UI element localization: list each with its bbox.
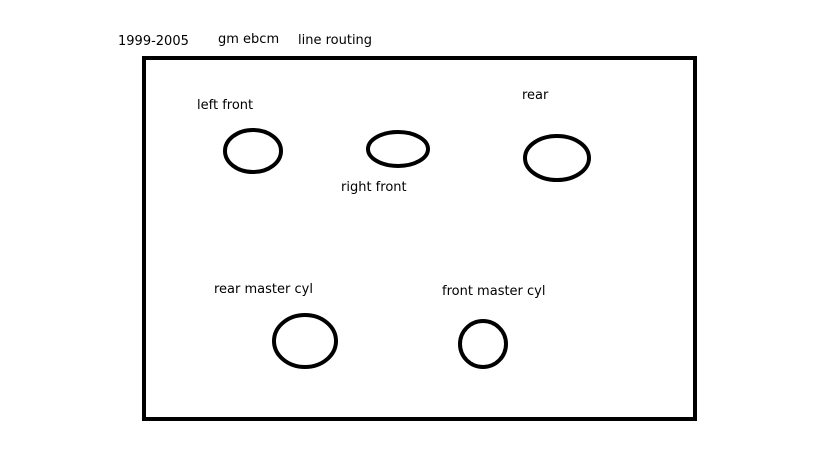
left-front-label: left front	[197, 98, 254, 113]
right-front-label: right front	[341, 180, 407, 195]
rear-master-cyl-label: rear master cyl	[214, 282, 313, 297]
system-label: gm ebcm	[218, 32, 280, 47]
frame-box	[142, 56, 697, 421]
left-front-port	[223, 128, 283, 174]
years-label: 1999-2005	[118, 34, 189, 49]
rear-port	[523, 134, 591, 182]
rear-master-cyl-port	[272, 313, 338, 369]
front-master-cyl-label: front master cyl	[442, 284, 546, 299]
right-front-port	[366, 130, 430, 168]
subject-label: line routing	[298, 33, 373, 48]
rear-label: rear	[522, 88, 549, 103]
front-master-cyl-port	[458, 319, 508, 369]
